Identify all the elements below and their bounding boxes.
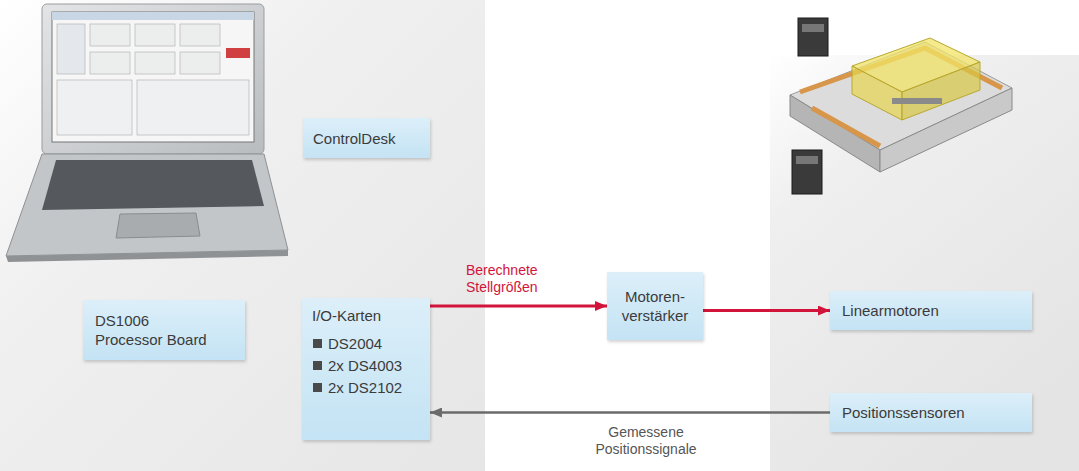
box-label: Motoren- verstärker	[613, 287, 697, 325]
box-label: ControlDesk	[313, 129, 420, 148]
process-box: Motoren- verstärker	[607, 272, 703, 340]
process-box: DS1006 Processor Board	[83, 300, 245, 360]
arrow-connector	[430, 305, 607, 308]
box-label: Linearmotoren	[842, 301, 1020, 320]
laptop-illustration	[6, 4, 288, 262]
list-item: 2x DS4003	[312, 356, 420, 375]
arrow-connector	[430, 411, 830, 414]
process-box: Positionssensoren	[830, 393, 1032, 432]
list-item: 2x DS2102	[312, 378, 420, 397]
arrow-connector	[703, 309, 830, 312]
process-box: I/O-KartenDS2004 2x DS4003 2x DS2102	[302, 298, 430, 440]
list-item: DS2004	[312, 334, 420, 353]
left-panel	[0, 0, 485, 471]
box-label: Positionssensoren	[842, 403, 1020, 422]
box-label: I/O-Karten	[312, 306, 420, 325]
box-label: DS1006 Processor Board	[95, 311, 211, 349]
process-box: Linearmotoren	[830, 291, 1032, 330]
process-box: ControlDesk	[303, 118, 430, 158]
connector-label: Gemessene Positionssignale	[566, 424, 726, 458]
machine-illustration	[790, 18, 1012, 194]
connector-label: Berechnete Stellgrößen	[466, 262, 590, 296]
